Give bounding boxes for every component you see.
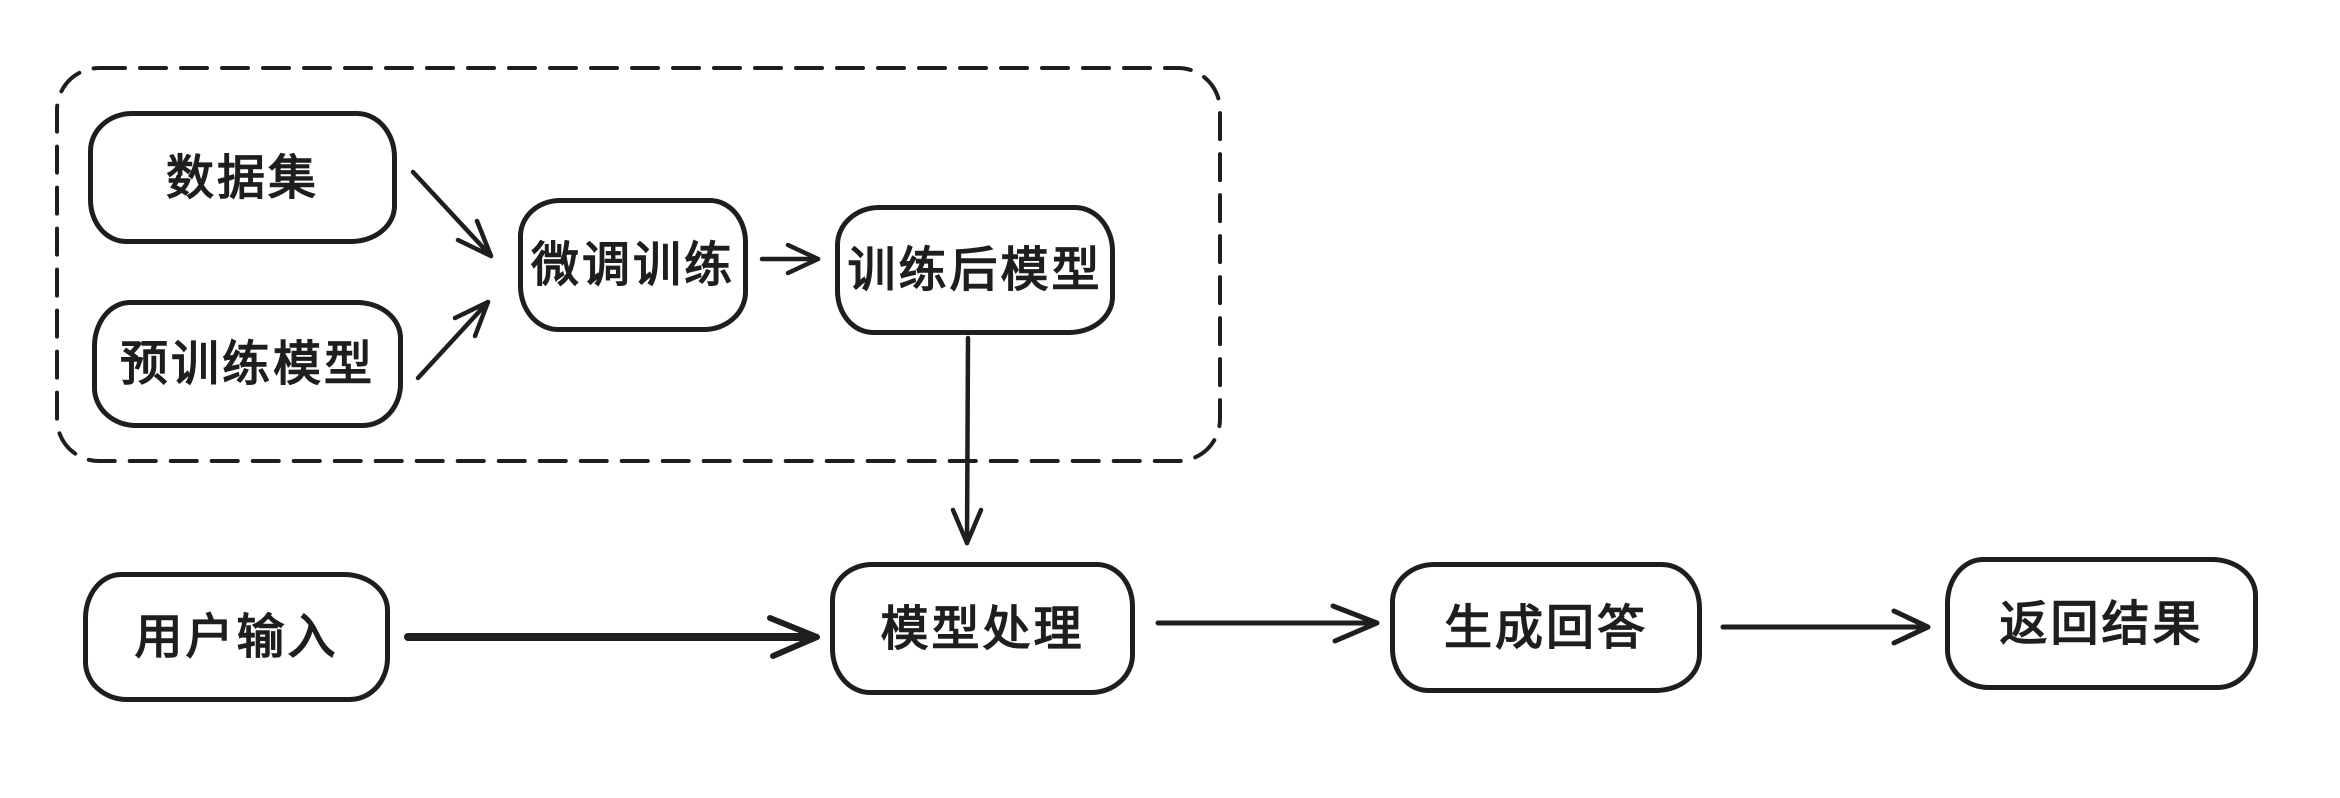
- node-model-processing: 模型处理: [830, 562, 1135, 695]
- arrow-user-input-to-model-process: [404, 615, 820, 659]
- node-pretrained-model: 预训练模型: [92, 300, 403, 428]
- node-finetune-training-label: 微调训练: [530, 237, 735, 293]
- node-user-input: 用户输入: [83, 572, 390, 702]
- node-generate-answer: 生成回答: [1390, 562, 1702, 693]
- arrow-dataset-to-finetune: [410, 169, 494, 259]
- node-trained-model: 训练后模型: [835, 205, 1115, 335]
- node-dataset-label: 数据集: [165, 149, 319, 206]
- node-dataset: 数据集: [88, 111, 397, 244]
- arrow-finetune-to-trained-model: [759, 242, 821, 276]
- node-generate-answer-label: 生成回答: [1443, 599, 1648, 656]
- node-trained-model-label: 训练后模型: [847, 242, 1103, 298]
- node-user-input-label: 用户输入: [134, 609, 339, 665]
- node-pretrained-model-label: 预训练模型: [119, 336, 375, 392]
- node-model-processing-label: 模型处理: [880, 600, 1085, 657]
- arrow-pretrained-to-finetune: [415, 299, 491, 381]
- arrow-model-process-to-generate: [1155, 603, 1380, 644]
- arrow-generate-to-result: [1720, 608, 1931, 646]
- node-finetune-training: 微调训练: [518, 198, 748, 332]
- node-return-result: 返回结果: [1945, 557, 2258, 690]
- training-group-outline: [55, 66, 1222, 463]
- node-return-result-label: 返回结果: [1999, 595, 2204, 652]
- arrow-trained-model-to-model-process: [950, 335, 984, 546]
